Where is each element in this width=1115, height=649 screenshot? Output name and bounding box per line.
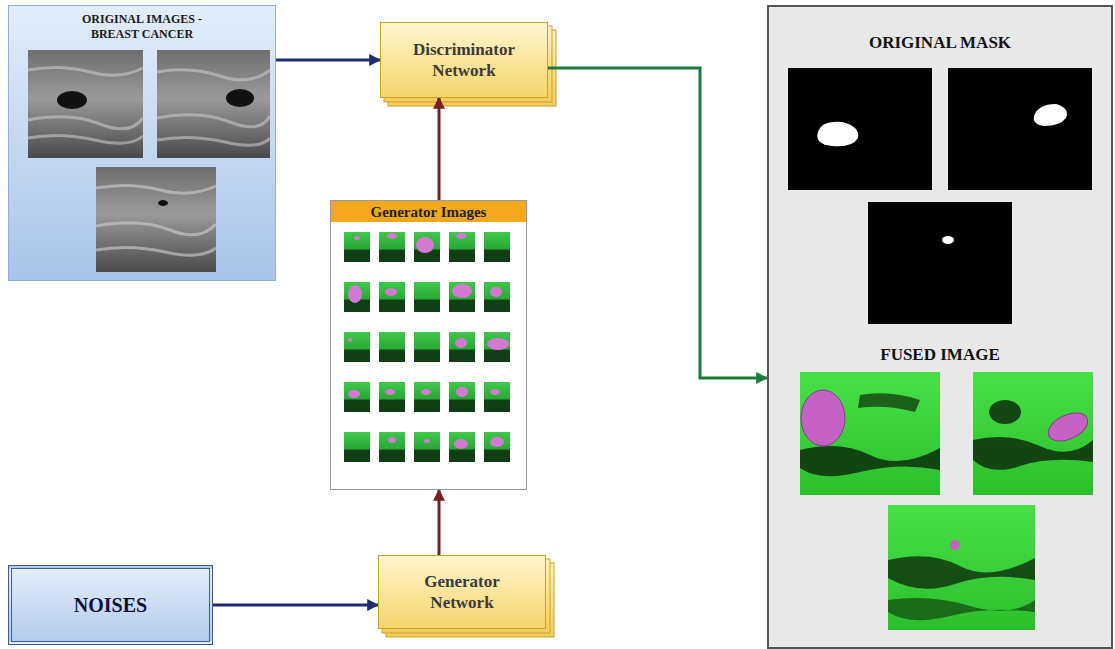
mask-image — [868, 202, 1012, 324]
tumor-blob — [385, 288, 397, 296]
generated-tile — [484, 282, 510, 312]
tumor-blob — [490, 389, 500, 395]
generated-tile — [449, 382, 475, 412]
image-grid-panel: Generator Images — [330, 200, 527, 490]
generated-tile — [344, 232, 370, 262]
generated-tile — [414, 232, 440, 262]
box-label: Discriminator Network — [394, 39, 534, 81]
generated-tile — [414, 282, 440, 312]
ultrasound-image — [28, 50, 143, 158]
generated-tile — [449, 282, 475, 312]
tumor-blob — [456, 387, 468, 397]
tumor-blob — [385, 389, 395, 395]
generated-tiles — [344, 232, 510, 462]
generated-tile — [344, 282, 370, 312]
ultrasound-image — [96, 167, 216, 272]
generated-tile — [449, 432, 475, 462]
section-heading: FUSED IMAGE — [769, 345, 1111, 365]
tumor-blob — [421, 389, 431, 395]
fused-image — [973, 372, 1093, 495]
generated-tile — [484, 332, 510, 362]
tumor-blob — [452, 284, 472, 298]
tumor-blob — [388, 437, 396, 443]
generated-tile — [484, 382, 510, 412]
generated-tile — [484, 232, 510, 262]
generated-tile — [379, 282, 405, 312]
box-label: ORIGINAL IMAGES - BREAST CANCER — [62, 12, 222, 42]
flow-arrow — [438, 98, 441, 200]
network-box: Generator Network — [378, 555, 546, 629]
box-label: NOISES — [74, 593, 147, 617]
tumor-blob — [416, 237, 434, 253]
network-box: Discriminator Network — [380, 22, 548, 98]
tumor-blob — [454, 439, 468, 449]
generated-tile — [379, 232, 405, 262]
flow-arrow — [438, 490, 441, 555]
generated-tile — [379, 382, 405, 412]
generated-tile — [379, 432, 405, 462]
ultrasound-image — [157, 50, 270, 158]
flow-arrow — [213, 604, 378, 607]
tumor-blob — [348, 390, 360, 398]
generated-tile — [379, 332, 405, 362]
image-panel: ORIGINAL IMAGES - BREAST CANCER — [8, 5, 276, 281]
output-panel: ORIGINAL MASK FUSED IMAGE — [767, 5, 1113, 649]
generated-tile — [484, 432, 510, 462]
tumor-blob — [456, 233, 466, 239]
tumor-blob — [348, 285, 362, 303]
box-label: ORIGINAL MASK — [769, 33, 1111, 53]
generated-tile — [449, 232, 475, 262]
mask-image — [948, 68, 1092, 190]
generated-tile — [414, 432, 440, 462]
generated-tile — [414, 382, 440, 412]
tumor-blob — [348, 338, 352, 342]
box-label: Generator Images — [331, 201, 526, 223]
generated-tile — [449, 332, 475, 362]
tumor-blob — [490, 437, 504, 447]
input-box: NOISES — [8, 565, 213, 645]
tumor-blob — [354, 236, 360, 240]
generated-tile — [344, 432, 370, 462]
panel-ground — [330, 200, 527, 490]
fused-image — [888, 505, 1035, 630]
panel-ground — [767, 5, 1113, 649]
fused-image — [800, 372, 940, 495]
tumor-blob — [424, 439, 430, 443]
box-label: Generator Network — [392, 571, 532, 613]
tumor-blob — [455, 338, 467, 348]
tumor-blob — [490, 287, 502, 297]
tumor-blob — [387, 233, 397, 239]
panel-ground — [8, 5, 276, 281]
flow-arrow — [276, 59, 380, 62]
tumor-blob — [487, 338, 509, 350]
generated-tile — [344, 382, 370, 412]
generated-tile — [344, 332, 370, 362]
panel-header-band — [330, 200, 527, 222]
flow-arrow — [548, 68, 767, 378]
generated-tile — [414, 332, 440, 362]
mask-image — [788, 68, 932, 190]
